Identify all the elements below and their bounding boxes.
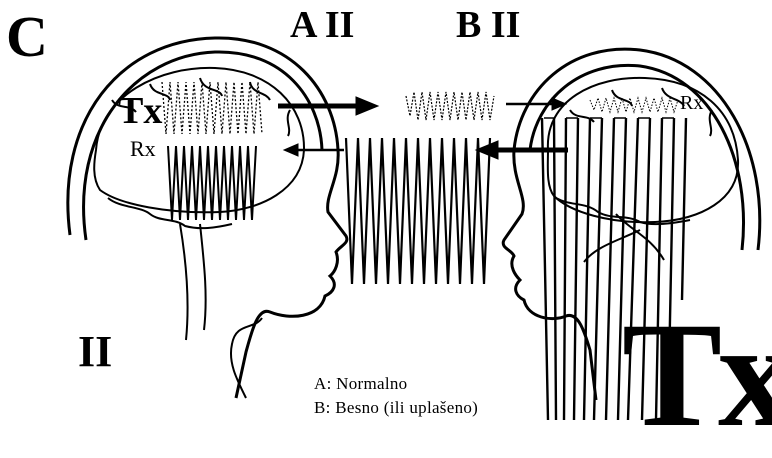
legend: A: Normalno B: Besno (ili uplašeno) [314,372,478,420]
label-b-ii: B II [456,6,520,44]
left-tx-label: Tx [118,92,162,130]
middle-small-wave [406,92,494,120]
label-a-ii: A II [290,6,354,44]
left-rx-wave [168,146,256,220]
panel-letter: C [6,8,48,66]
arrow-right-icon [278,97,378,115]
label-ii: II [78,330,112,374]
right-rx-wave [590,98,678,112]
left-rx-label: Rx [130,138,156,160]
middle-big-wave [346,138,490,284]
arrow-right-icon [506,98,566,110]
arrow-left-icon [284,144,344,156]
telepathy-diagram: C A II B II II Tx Rx Rx Tx A: Normalno B… [0,0,772,425]
right-rx-label: Rx [680,93,703,113]
legend-item-b: B: Besno (ili uplašeno) [314,396,478,420]
legend-item-a: A: Normalno [314,372,478,396]
right-tx-label: Tx [622,300,772,450]
